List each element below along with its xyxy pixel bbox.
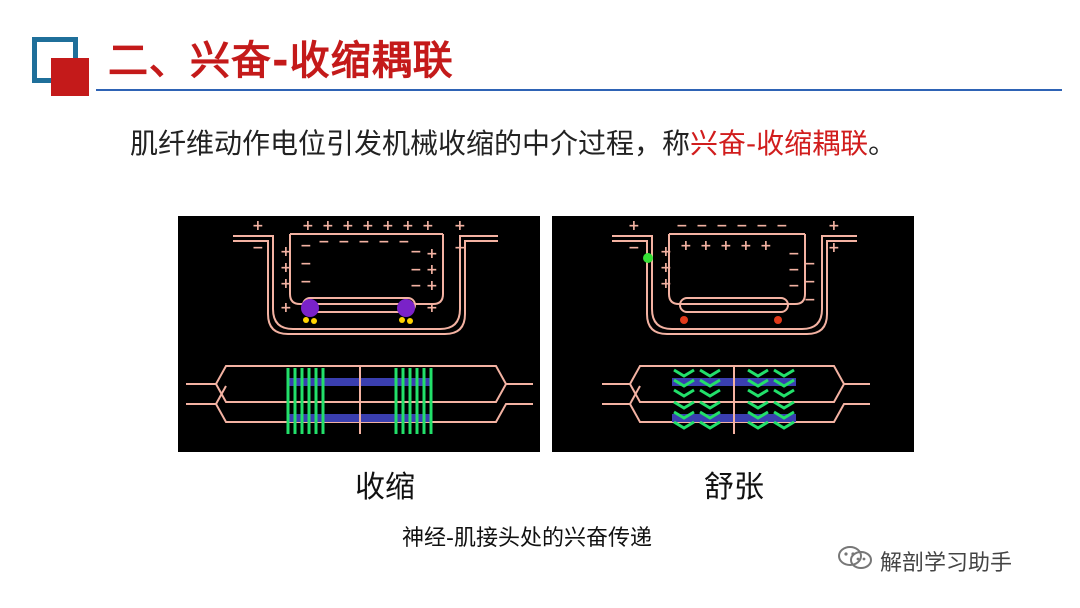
- svg-text:−: −: [804, 256, 816, 272]
- contraction-caption: 收缩: [355, 462, 415, 506]
- svg-text:+: +: [402, 218, 414, 234]
- svg-text:−: −: [788, 246, 800, 262]
- svg-text:+: +: [252, 218, 264, 234]
- svg-text:+: +: [454, 218, 466, 234]
- svg-text:−: −: [696, 218, 708, 234]
- svg-text:−: −: [300, 256, 312, 272]
- svg-text:−: −: [358, 234, 370, 250]
- lead-suffix: 。: [868, 127, 896, 160]
- title-logo-square: [51, 58, 89, 96]
- svg-text:+: +: [422, 218, 434, 234]
- figure-subcaption: 神经-肌接头处的兴奋传递: [402, 520, 652, 552]
- lead-prefix: 肌纤维动作电位引发机械收缩的中介过程，称: [130, 127, 690, 160]
- svg-text:+: +: [628, 218, 640, 234]
- page-title: 二、兴奋-收缩耦联: [108, 28, 454, 86]
- relaxation-caption: 舒张: [704, 462, 764, 506]
- svg-text:−: −: [252, 240, 264, 256]
- svg-text:+: +: [342, 218, 354, 234]
- svg-text:−: −: [410, 262, 422, 278]
- svg-text:−: −: [410, 244, 422, 260]
- svg-text:+: +: [426, 300, 438, 316]
- svg-text:−: −: [300, 238, 312, 254]
- svg-text:+: +: [828, 240, 840, 256]
- svg-text:+: +: [426, 262, 438, 278]
- svg-text:−: −: [676, 218, 688, 234]
- svg-text:+: +: [700, 238, 712, 254]
- svg-text:+: +: [660, 276, 672, 292]
- charge-signs-relaxed: ++ −−−−−− −+ +++ −−− +++++ −−−: [628, 218, 840, 308]
- svg-text:+: +: [426, 246, 438, 262]
- svg-text:−: −: [318, 234, 330, 250]
- sarcomere-outline-relaxed: [602, 366, 870, 422]
- svg-text:+: +: [322, 218, 334, 234]
- calcium-pump-markers: [680, 316, 782, 324]
- charge-signs: ++ +++++++ −− ++++ ++++ −−− −−−−− −−−: [252, 218, 466, 316]
- svg-text:−: −: [756, 218, 768, 234]
- svg-text:+: +: [280, 244, 292, 260]
- svg-text:+: +: [280, 300, 292, 316]
- svg-text:+: +: [280, 260, 292, 276]
- svg-text:+: +: [426, 278, 438, 294]
- svg-text:+: +: [362, 218, 374, 234]
- svg-text:+: +: [382, 218, 394, 234]
- svg-text:−: −: [776, 218, 788, 234]
- svg-text:−: −: [410, 278, 422, 294]
- title-divider: [96, 89, 1062, 91]
- svg-text:+: +: [760, 238, 772, 254]
- svg-text:−: −: [804, 274, 816, 290]
- t-tubule-membrane-relaxed: [612, 234, 857, 334]
- action-potential-marker: [643, 253, 653, 263]
- svg-text:+: +: [740, 238, 752, 254]
- lead-sentence: 肌纤维动作电位引发机械收缩的中介过程，称兴奋-收缩耦联。: [130, 122, 896, 162]
- svg-text:−: −: [378, 234, 390, 250]
- watermark-text: 解剖学习助手: [880, 545, 1012, 577]
- svg-text:+: +: [720, 238, 732, 254]
- svg-text:−: −: [788, 262, 800, 278]
- wechat-icon: [836, 545, 874, 577]
- svg-text:−: −: [338, 234, 350, 250]
- svg-text:−: −: [736, 218, 748, 234]
- svg-text:−: −: [398, 234, 410, 250]
- svg-text:+: +: [660, 244, 672, 260]
- svg-text:−: −: [716, 218, 728, 234]
- svg-text:−: −: [628, 240, 640, 256]
- svg-text:+: +: [280, 276, 292, 292]
- contraction-diagram: ++ +++++++ −− ++++ ++++ −−− −−−−− −−−: [178, 216, 540, 452]
- relaxation-diagram: ++ −−−−−− −+ +++ −−− +++++ −−−: [552, 216, 914, 452]
- svg-text:−: −: [300, 274, 312, 290]
- svg-text:−: −: [804, 292, 816, 308]
- svg-text:+: +: [828, 218, 840, 234]
- svg-text:−: −: [454, 240, 466, 256]
- svg-text:+: +: [302, 218, 314, 234]
- svg-text:+: +: [660, 260, 672, 276]
- watermark: 解剖学习助手: [836, 545, 1012, 577]
- lead-highlight: 兴奋-收缩耦联: [690, 127, 868, 160]
- contraction-diagram-svg: ++ +++++++ −− ++++ ++++ −−− −−−−− −−−: [178, 216, 540, 452]
- relaxation-diagram-svg: ++ −−−−−− −+ +++ −−− +++++ −−−: [552, 216, 914, 452]
- svg-text:−: −: [788, 278, 800, 294]
- svg-text:+: +: [680, 238, 692, 254]
